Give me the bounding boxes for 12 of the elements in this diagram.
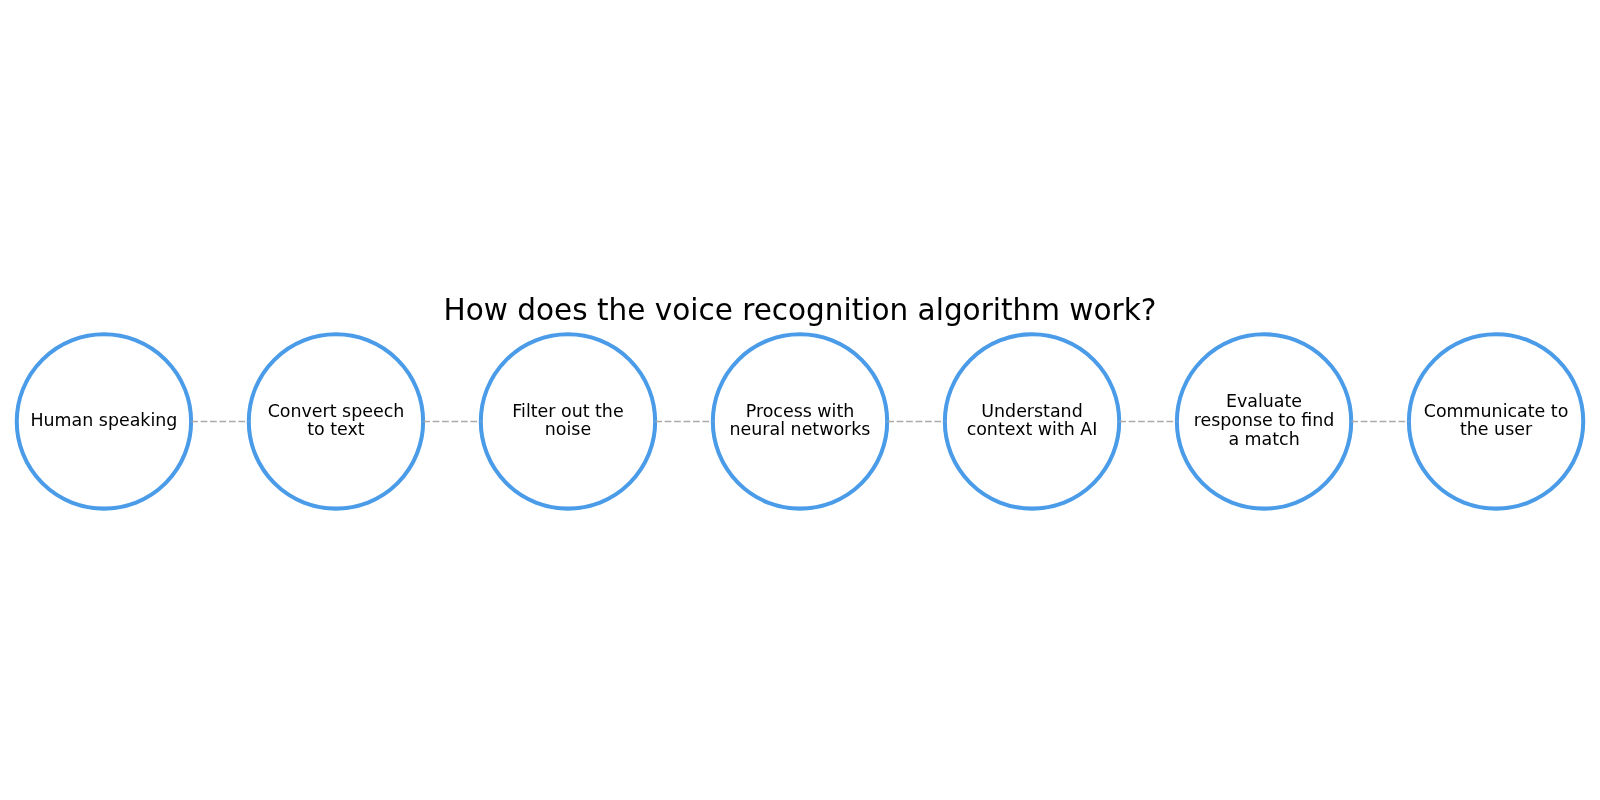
node-circle: Process with neural networks	[710, 332, 890, 511]
connector	[886, 420, 946, 423]
connector	[654, 420, 714, 423]
node-circle: Convert speech to text	[246, 332, 426, 511]
node-circle: Human speaking	[14, 332, 194, 511]
connector	[1118, 420, 1178, 423]
node-circle: Understand context with AI	[942, 332, 1122, 511]
connector	[1350, 420, 1410, 423]
node-circle: Evaluate response to find a match	[1174, 332, 1354, 511]
diagram-title: How does the voice recognition algorithm work?	[443, 293, 1157, 328]
node-circle: Filter out the noise	[478, 332, 658, 511]
node-circle: Communicate to the user	[1406, 332, 1586, 511]
